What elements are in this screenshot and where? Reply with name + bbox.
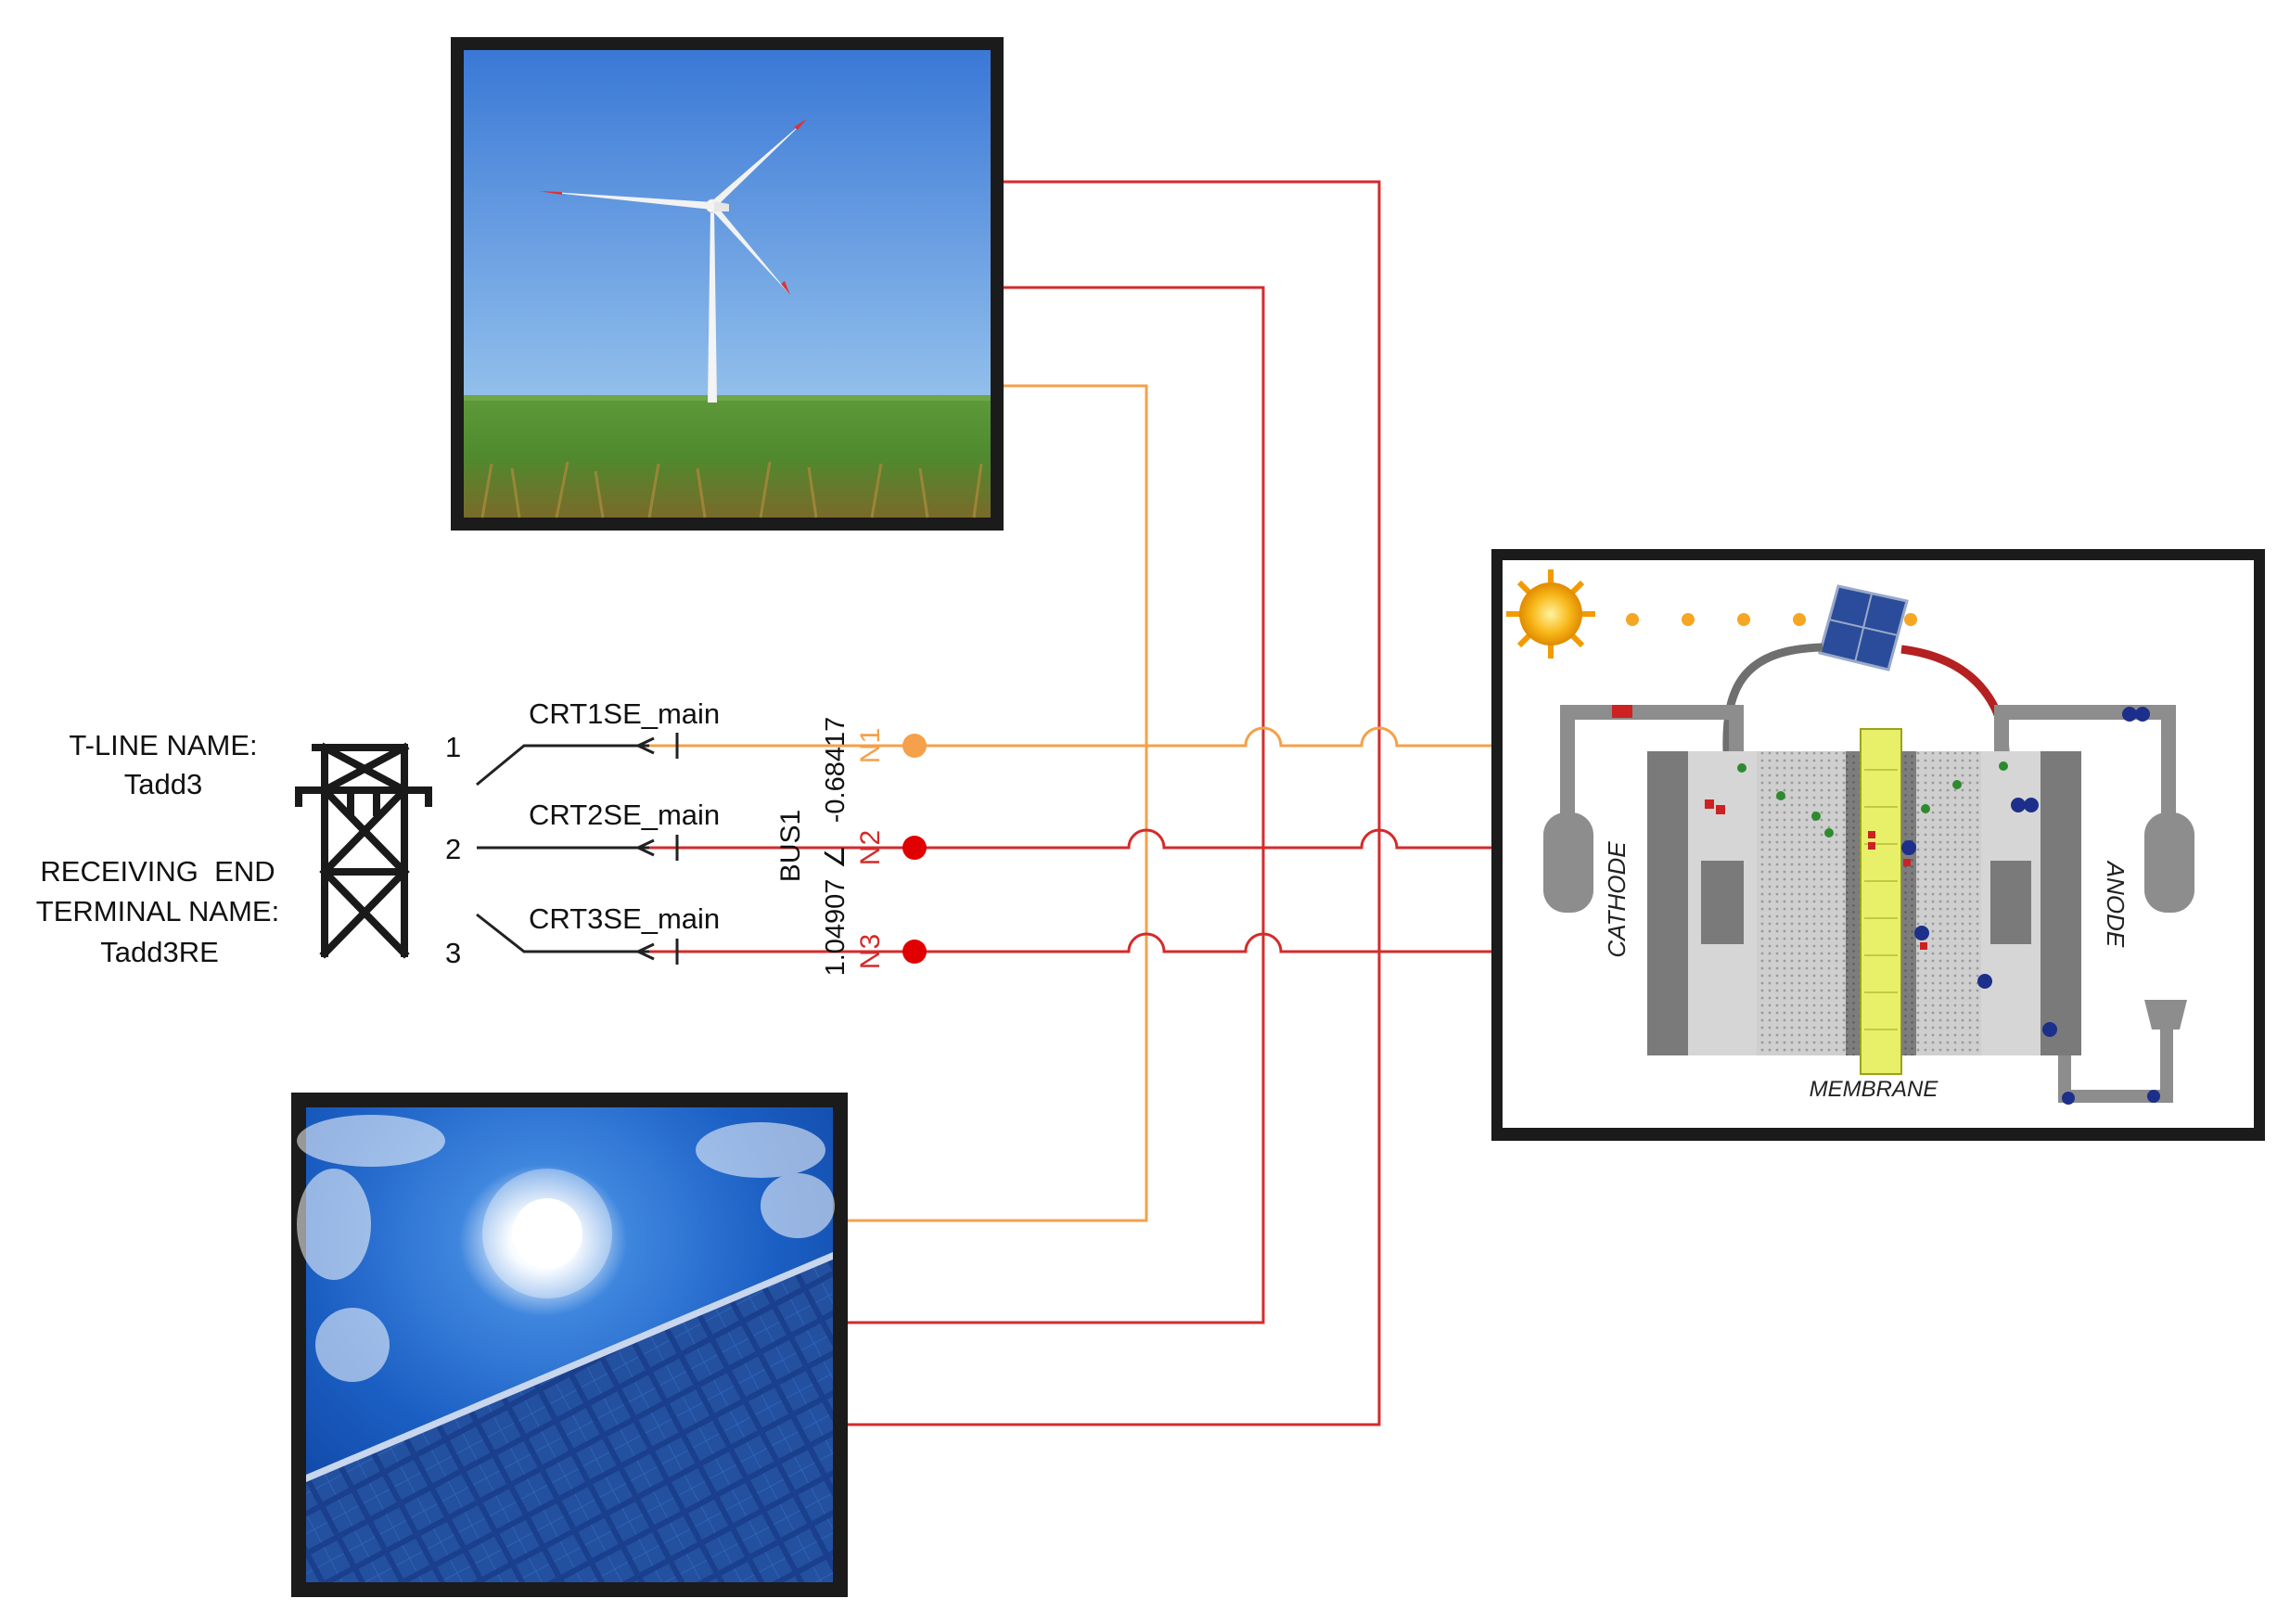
breaker3-switch[interactable] [476, 913, 649, 953]
bus-name: BUS1 [775, 810, 806, 882]
terminal-3-label: 3 [445, 937, 461, 969]
wind-turbine-icon [538, 119, 807, 403]
h-atoms [1705, 799, 1927, 950]
bus-angle: -0.68417 [821, 717, 851, 824]
breaker1-label: CRT1SE_main [529, 697, 720, 730]
breaker3-label: CRT3SE_main [529, 902, 720, 935]
sun-glare-icon [482, 1169, 612, 1298]
terminal-2-label: 2 [445, 833, 461, 865]
water-outlet-funnel [2144, 1000, 2187, 1029]
receiving-end-value: Tadd3RE [100, 936, 219, 968]
receiving-end-line1: RECEIVING END [40, 855, 275, 888]
node-n1-dot[interactable] [902, 734, 927, 758]
clouds [297, 1115, 835, 1382]
wind-field [464, 395, 991, 518]
wire-phase1 [649, 726, 1491, 748]
wire-wind-a [848, 180, 1381, 1426]
solar-array [306, 1252, 833, 1582]
cathode-diffusion-layer [1757, 751, 1846, 1055]
h2-tank [1543, 812, 1593, 913]
breaker1-arrow [634, 736, 655, 755]
o2-molecule-icon [2122, 707, 2150, 722]
cathode-gas-pipe [1560, 705, 1744, 816]
tline-name-title: T-LINE NAME: [69, 729, 257, 761]
cathode-insert [1701, 861, 1744, 944]
water-drain-pipe [2058, 1029, 2173, 1103]
node-n1-label: N1 [855, 728, 886, 763]
wire-phase2 [649, 828, 1491, 850]
wire-phase3 [649, 932, 1491, 953]
ion-particles [1737, 761, 2008, 838]
drain-water-molecules [2062, 1090, 2160, 1105]
membrane-label: MEMBRANE [1810, 1077, 1939, 1102]
terminal-1-label: 1 [445, 731, 461, 763]
pv-module-icon [1818, 584, 1909, 671]
cathode-label: CATHODE [1603, 841, 1631, 958]
tline-name-value: Tadd3 [124, 768, 202, 800]
node-n2-label: N2 [855, 830, 886, 865]
cathode-catalyst [1846, 751, 1861, 1055]
node-n2-dot[interactable] [902, 836, 927, 860]
horizon-line [464, 395, 991, 401]
transmission-tower-icon [295, 742, 432, 959]
solar-panel-photo [291, 1093, 848, 1597]
array-edge [306, 1252, 833, 1482]
membrane [1860, 728, 1902, 1075]
receiving-end-line2: TERMINAL NAME: [36, 895, 279, 927]
breaker1-switch[interactable] [476, 744, 649, 786]
water-molecules [1901, 798, 2057, 1037]
anode-catalyst [1901, 751, 1916, 1055]
anode-insert [1990, 861, 2031, 944]
breaker2-label: CRT2SE_main [529, 799, 720, 831]
cathode-plate [1647, 751, 1688, 1055]
h2-molecule-icon [1612, 705, 1632, 718]
sun-icon [1506, 569, 1595, 659]
bus-voltage: 1.04907 [821, 879, 851, 977]
wire-wind-b [848, 286, 1265, 1324]
wire-wind-c [848, 384, 1148, 1222]
anode-label: ANODE [2102, 860, 2130, 948]
breakers [476, 733, 679, 965]
anode-plate [2041, 751, 2081, 1055]
node-n3-dot[interactable] [902, 940, 927, 964]
breaker2-arrow [634, 838, 655, 857]
node-n3-label: N3 [855, 934, 886, 969]
angle-symbol: ∠ [821, 845, 851, 869]
wires [649, 180, 1491, 1426]
grass-strokes [480, 461, 983, 518]
anode-diffusion-layer [1916, 751, 1981, 1055]
pv-wire-left [1722, 643, 1823, 752]
fuel-cell-panel: CATHODE ANODE MEMBRANE [1491, 549, 2265, 1141]
anode-gas-pipe [1994, 705, 2176, 816]
membrane-ticks [1864, 769, 1898, 1030]
breaker3-arrow [634, 942, 655, 961]
wind-turbine-panel [451, 37, 1004, 531]
o2-tank [2144, 812, 2194, 913]
